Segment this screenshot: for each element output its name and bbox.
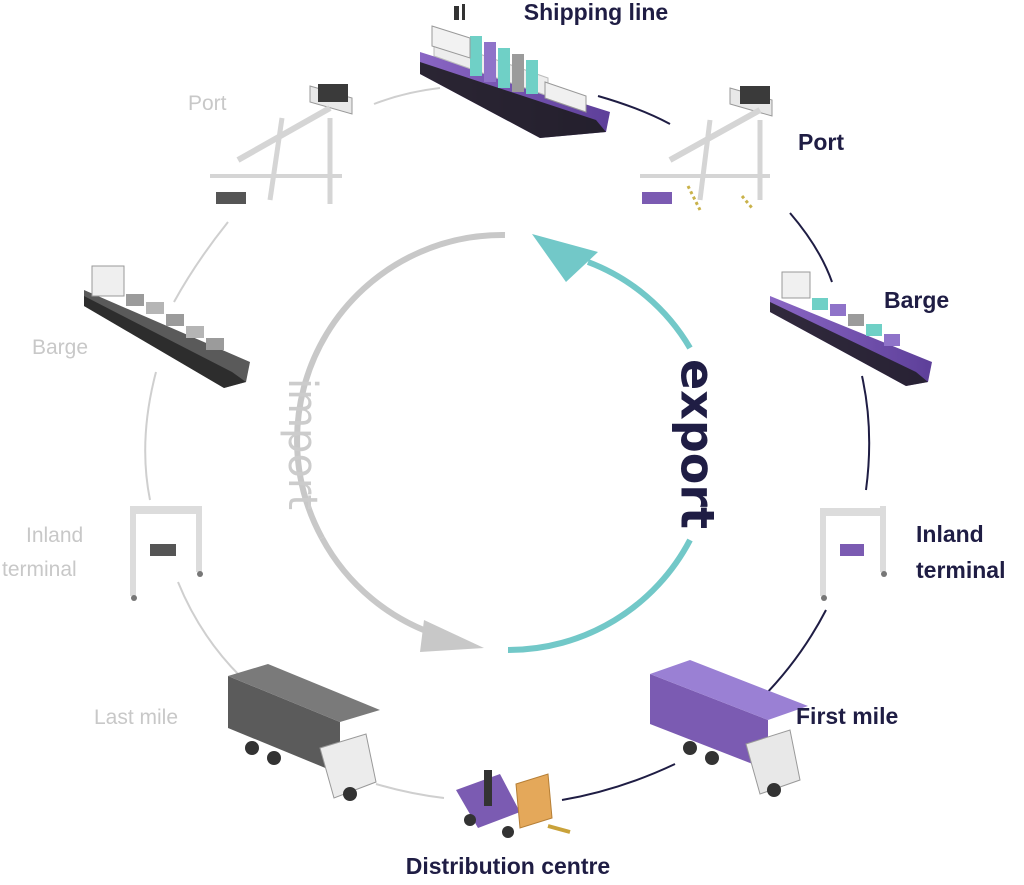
label-inland-terminal-export-1: Inland [916, 521, 984, 547]
forklift-icon [456, 770, 571, 838]
port-crane-export-icon [640, 86, 773, 211]
connector-port-barge-import [173, 221, 229, 303]
port-crane-import-icon [210, 84, 353, 204]
first-mile-truck-icon [650, 660, 808, 797]
inland-terminal-export-icon [820, 506, 887, 601]
barge-import-icon [84, 265, 250, 388]
connector-ship-port-import [373, 87, 441, 105]
outer-ring [144, 87, 871, 801]
import-arc-lower [319, 536, 441, 639]
barge-export-icon [770, 271, 932, 386]
import-arrowhead [420, 620, 484, 652]
export-arc-lower [507, 538, 693, 654]
import-center-label: import [279, 378, 325, 510]
export-arc-upper [586, 259, 693, 350]
label-first-mile: First mile [796, 703, 898, 729]
label-port-export: Port [798, 129, 844, 155]
connector-barge-inland-import [144, 371, 157, 501]
label-barge-export: Barge [884, 287, 949, 313]
export-arc-group [507, 234, 693, 654]
label-inland-terminal-export-2: terminal [916, 557, 1005, 583]
label-port-import: Port [188, 92, 227, 115]
connector-barge-inland [861, 375, 871, 491]
shipping-line-ship-icon [420, 4, 610, 138]
connector-inland-firstmile [759, 609, 827, 701]
connector-firstmile-dc [561, 763, 676, 801]
label-barge-import: Barge [32, 336, 88, 359]
export-arrowhead [532, 234, 598, 282]
label-shipping-line: Shipping line [524, 0, 668, 25]
export-center-label: export [671, 359, 725, 529]
label-inland-terminal-import-1: Inland [26, 524, 83, 547]
last-mile-truck-icon [228, 664, 380, 801]
import-arc [294, 231, 506, 540]
label-inland-terminal-import-2: terminal [2, 558, 77, 581]
inland-terminal-import-icon [130, 506, 203, 601]
label-distribution-centre: Distribution centre [406, 853, 610, 879]
connector-lastmile-dc-import [375, 783, 445, 799]
label-last-mile: Last mile [94, 706, 178, 729]
connector-ship-port [597, 95, 671, 125]
import-arc-group [294, 231, 506, 652]
connector-inland-lastmile-import [177, 581, 241, 677]
connector-port-barge [789, 212, 833, 283]
